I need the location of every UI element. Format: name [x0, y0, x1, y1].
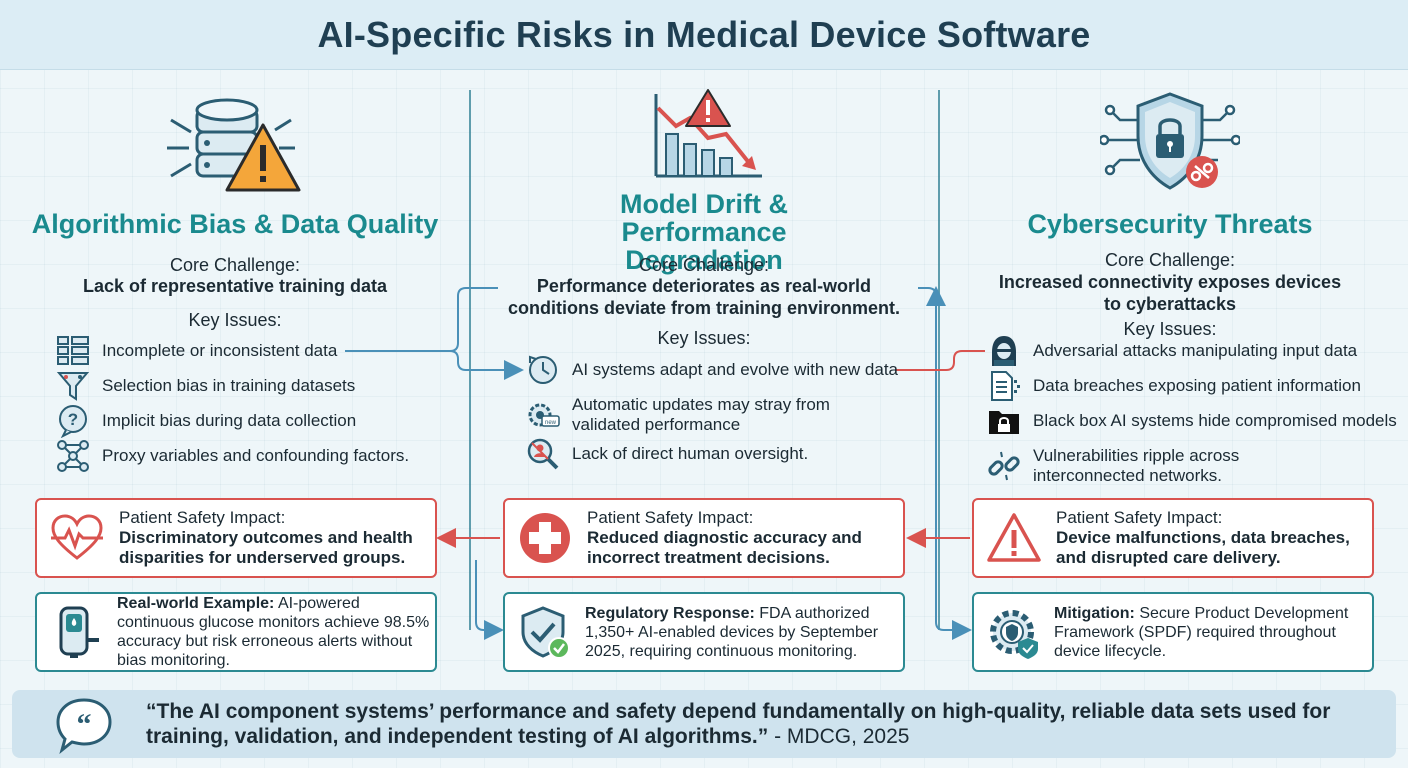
quote-attribution: - MDCG, 2025: [768, 725, 910, 748]
impact-label: Patient Safety Impact:: [587, 508, 754, 527]
database-warning-icon: [163, 90, 313, 200]
quote-bubble-icon: “: [54, 694, 114, 755]
medical-cross-icon: [517, 510, 573, 566]
core-challenge-label: Core Challenge:: [638, 255, 770, 275]
shield-check-icon: [517, 604, 573, 660]
issue-item: Vulnerabilities ripple across interconne…: [987, 446, 1353, 486]
issue-item: new Automatic updates may stray from val…: [526, 395, 832, 435]
issue-text: Proxy variables and confounding factors.: [102, 446, 410, 465]
update-gear-icon: new: [526, 398, 560, 432]
funnel-icon: [56, 369, 90, 403]
core-challenge-label: Core Challenge:: [169, 255, 301, 275]
column-title: Model Drift & Performance Degradation: [620, 189, 788, 275]
example-label: Real-world Example:: [117, 595, 275, 612]
hacker-icon: [987, 334, 1021, 368]
connector-cyber-to-drift: [895, 350, 985, 371]
clock-cycle-icon: [526, 353, 560, 387]
issue-text: Black box AI systems hide compromised mo…: [1033, 411, 1397, 430]
key-issues-label: Key Issues:: [657, 328, 751, 348]
column-drift: Model Drift & Performance Degradation Co…: [484, 80, 924, 680]
core-challenge-text: Lack of representative training data: [82, 276, 388, 296]
issue-text: Vulnerabilities ripple across interconne…: [1033, 446, 1240, 485]
issue-text: Lack of direct human oversight.: [572, 444, 809, 463]
svg-text:?: ?: [68, 410, 78, 429]
title-banner: AI-Specific Risks in Medical Device Soft…: [0, 0, 1408, 70]
key-issues-label: Key Issues:: [1123, 319, 1217, 339]
svg-text:“: “: [77, 708, 92, 741]
gear-shield-icon: [986, 604, 1042, 660]
issue-item: Lack of direct human oversight.: [526, 437, 808, 471]
network-nodes-icon: [56, 439, 90, 473]
document-leak-icon: [987, 369, 1021, 403]
core-challenge-text: Increased connectivity exposes devices t…: [998, 272, 1342, 314]
page-title: AI-Specific Risks in Medical Device Soft…: [317, 13, 1091, 55]
issue-text: Implicit bias during data collection: [102, 411, 357, 430]
key-issues-label: Key Issues:: [188, 310, 282, 330]
declining-chart-warning-icon: [646, 86, 766, 186]
shield-lock-circuit-icon: [1098, 90, 1242, 200]
question-bubble-icon: ?: [56, 404, 90, 438]
column-bias: Algorithmic Bias & Data Quality Core Cha…: [15, 80, 455, 680]
core-challenge-label: Core Challenge:: [1104, 250, 1236, 270]
issue-item: Selection bias in training datasets: [56, 369, 355, 403]
example-text: AI-powered continuous glucose monitors a…: [117, 595, 430, 669]
issue-text: Adversarial attacks manipulating input d…: [1033, 341, 1358, 360]
issue-text: Incomplete or inconsistent data: [102, 341, 338, 360]
mitigation-box: Mitigation: Secure Product Development F…: [972, 592, 1374, 672]
core-challenge-text: Performance deteriorates as real-world c…: [507, 276, 901, 318]
column-title: Algorithmic Bias & Data Quality: [31, 209, 439, 239]
impact-box-cyber: Patient Safety Impact: Device malfunctio…: [972, 498, 1374, 578]
impact-text: Reduced diagnostic accuracy and incorrec…: [587, 528, 862, 567]
issue-item: Data breaches exposing patient informati…: [987, 369, 1361, 403]
column-title: Cybersecurity Threats: [1027, 209, 1313, 239]
locked-folder-icon: [987, 404, 1021, 438]
issue-text: AI systems adapt and evolve with new dat…: [572, 360, 899, 379]
mitigation-label: Mitigation:: [1054, 604, 1135, 622]
impact-label: Patient Safety Impact:: [1056, 508, 1223, 527]
issue-text: Data breaches exposing patient informati…: [1033, 376, 1361, 395]
impact-label: Patient Safety Impact:: [119, 508, 286, 527]
impact-box-drift: Patient Safety Impact: Reduced diagnosti…: [503, 498, 905, 578]
issue-item: AI systems adapt and evolve with new dat…: [526, 353, 898, 387]
quote-text: “The AI component systems’ performance a…: [146, 700, 1331, 748]
magnifier-person-icon: [526, 437, 560, 471]
connector-drift-to-regulatory: [475, 560, 504, 640]
regulatory-text: FDA authorized 1,350+ AI-enabled devices…: [585, 604, 879, 660]
issue-item: Black box AI systems hide compromised mo…: [987, 404, 1397, 438]
regulatory-label: Regulatory Response:: [585, 604, 755, 622]
example-box: Real-world Example: AI-powered continuou…: [35, 592, 437, 672]
impact-text: Discriminatory outcomes and health dispa…: [119, 528, 413, 567]
column-cyber: Cybersecurity Threats Core Challenge: In…: [950, 80, 1390, 680]
issue-text: Selection bias in training datasets: [102, 376, 356, 395]
column-divider-right: [938, 90, 940, 630]
broken-link-icon: [987, 449, 1021, 483]
svg-text:new: new: [545, 420, 557, 426]
mitigation-text: Secure Product Development Framework (SP…: [1054, 604, 1349, 660]
column-divider-left: [469, 90, 471, 630]
data-grid-icon: [56, 334, 90, 368]
impact-text: Device malfunctions, data breaches, and …: [1056, 528, 1350, 567]
impact-box-bias: Patient Safety Impact: Discriminatory ou…: [35, 498, 437, 578]
warning-triangle-icon: [986, 510, 1042, 566]
issue-item: Adversarial attacks manipulating input d…: [987, 334, 1357, 368]
issue-text: Automatic updates may stray from validat…: [572, 395, 830, 434]
regulatory-box: Regulatory Response: FDA authorized 1,35…: [503, 592, 905, 672]
issue-item: ? Implicit bias during data collection: [56, 404, 356, 438]
heart-pulse-icon: [49, 510, 105, 566]
quote-banner: “ “The AI component systems’ performance…: [12, 690, 1396, 758]
issue-item: Proxy variables and confounding factors.: [56, 439, 409, 473]
glucose-monitor-icon: [49, 604, 105, 660]
issue-item: Incomplete or inconsistent data: [56, 334, 337, 368]
